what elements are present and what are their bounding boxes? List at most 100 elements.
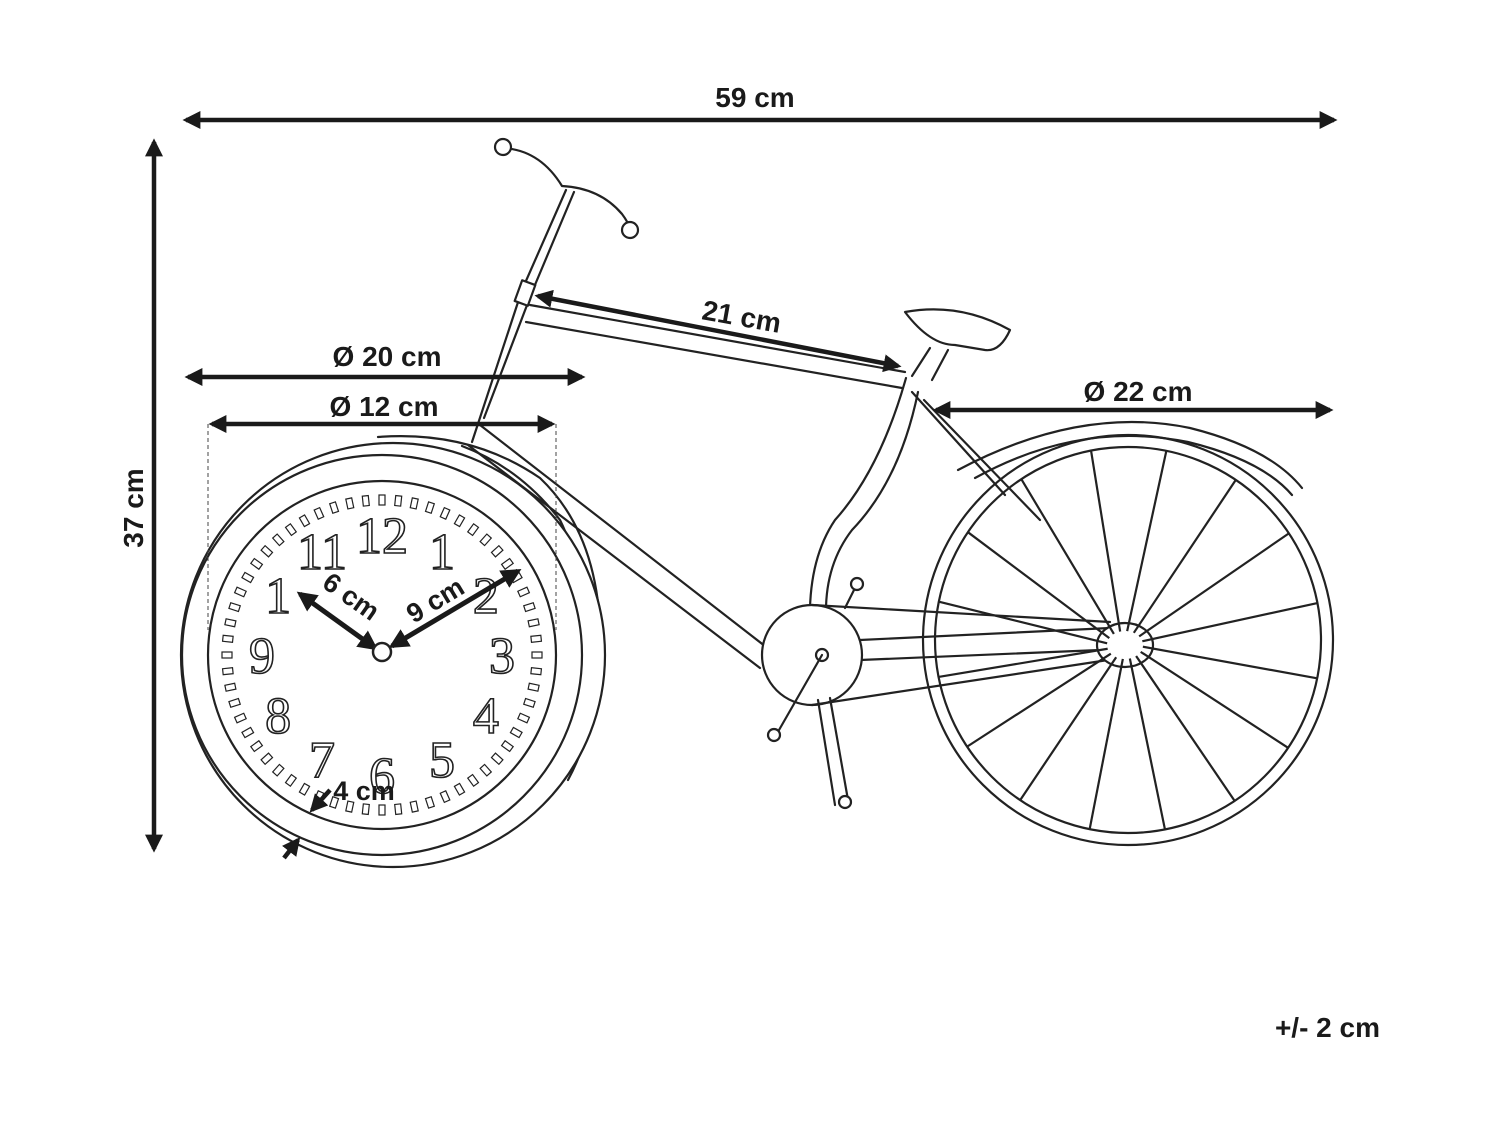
minute-tick [517,712,531,724]
chain [810,603,1112,707]
minute-tick [453,782,466,796]
minute-tick [228,697,242,709]
minute-tick [345,800,355,813]
kickstand [816,696,850,807]
clock-numeral: 7 [309,732,335,789]
rear-fender [956,420,1304,490]
minute-tick [249,739,264,753]
spoke [1140,650,1289,749]
clock-numeral: 4 [473,688,499,745]
minute-tick [228,601,242,613]
handlebar-grip-right [620,220,640,240]
spoke [1142,645,1318,680]
minute-tick [284,773,298,788]
minute-tick [479,763,493,777]
minute-tick [424,795,436,809]
spoke [1126,450,1168,632]
clock-face-diameter-label: Ø 12 cm [330,391,439,422]
spoke [938,600,1108,645]
minute-tick [378,804,386,816]
spoke [967,531,1110,640]
minute-tick [490,752,504,766]
minute-tick [527,618,540,628]
top-tube-dimension-line [534,289,902,373]
minute-tick [378,494,386,506]
depth-arrow-upper [309,788,332,813]
hour-hand-arrow [296,591,379,651]
minute-hand-arrow [388,568,522,649]
rear-wheel [921,433,1335,847]
overall-height-label: 37 cm [118,468,149,547]
minute-tick [466,773,480,788]
depth-label: 4 cm [333,776,395,806]
minute-tick [409,497,419,510]
minute-tick [328,795,340,809]
clock-numeral: 3 [489,628,515,685]
minute-tick [439,506,451,520]
tolerance-note: +/- 2 cm [1275,1012,1380,1043]
minute-tick [479,533,493,547]
clock-numeral: 5 [429,732,455,789]
minute-tick [453,514,466,528]
clock-wheel-diameter-label: Ø 20 cm [333,341,442,372]
clock-numeral: 8 [265,688,291,745]
head-collar [513,279,537,307]
minute-tick [531,651,543,659]
minute-tick [530,634,543,643]
spoke [1020,478,1115,635]
minute-tick [361,494,370,507]
pedal-upper [849,576,865,592]
clock-hands [296,568,522,651]
minute-tick [224,682,237,692]
minute-tick [394,494,403,507]
seat-stay [910,390,1042,522]
clock-numeral: 6 [369,748,395,805]
minute-tick [466,522,480,537]
overall-width-label: 59 cm [715,82,794,113]
spoke [1088,658,1124,830]
dimension-lines [145,111,1338,860]
minute-tick [224,618,237,628]
seat-tube-inner [824,390,920,617]
rear-wheel-diameter-label: Ø 22 cm [1084,376,1193,407]
saddle [903,308,1012,352]
rear-hub [1095,621,1155,669]
clock-numeral: 9 [249,628,275,685]
seat-tube [808,376,908,627]
minute-tick [409,800,419,813]
minute-tick [500,557,515,571]
crank-arm [773,653,824,739]
minute-tick [328,501,340,515]
minute-tick [233,586,247,598]
minute-tick [241,571,255,584]
minute-tick [241,726,255,739]
spoke [1142,601,1318,643]
minute-tick [271,763,285,777]
minute-tick [490,544,504,558]
spoke [1089,450,1122,632]
spoke [1135,655,1236,802]
head-tube [470,188,576,444]
minute-tick [394,803,403,816]
minute-tick [345,497,355,510]
handlebar [501,146,633,232]
chainring [760,603,864,707]
depth-arrow-lower [282,837,301,860]
minute-tick [260,544,274,558]
spoke [1132,479,1237,634]
clock-center-pin [371,641,393,663]
minute-tick [522,601,536,613]
minute-tick [530,667,543,676]
clock-numeral: 12 [356,508,408,565]
pedal-lower [766,727,782,743]
spoke [938,647,1108,679]
minute-tick [298,782,311,796]
minute-tick [221,651,233,659]
rear-wheel-spokes [938,450,1318,830]
spoke [1128,658,1167,830]
chain-stay [858,626,1112,662]
spoke [1019,656,1118,801]
kickstand-foot [837,794,853,810]
